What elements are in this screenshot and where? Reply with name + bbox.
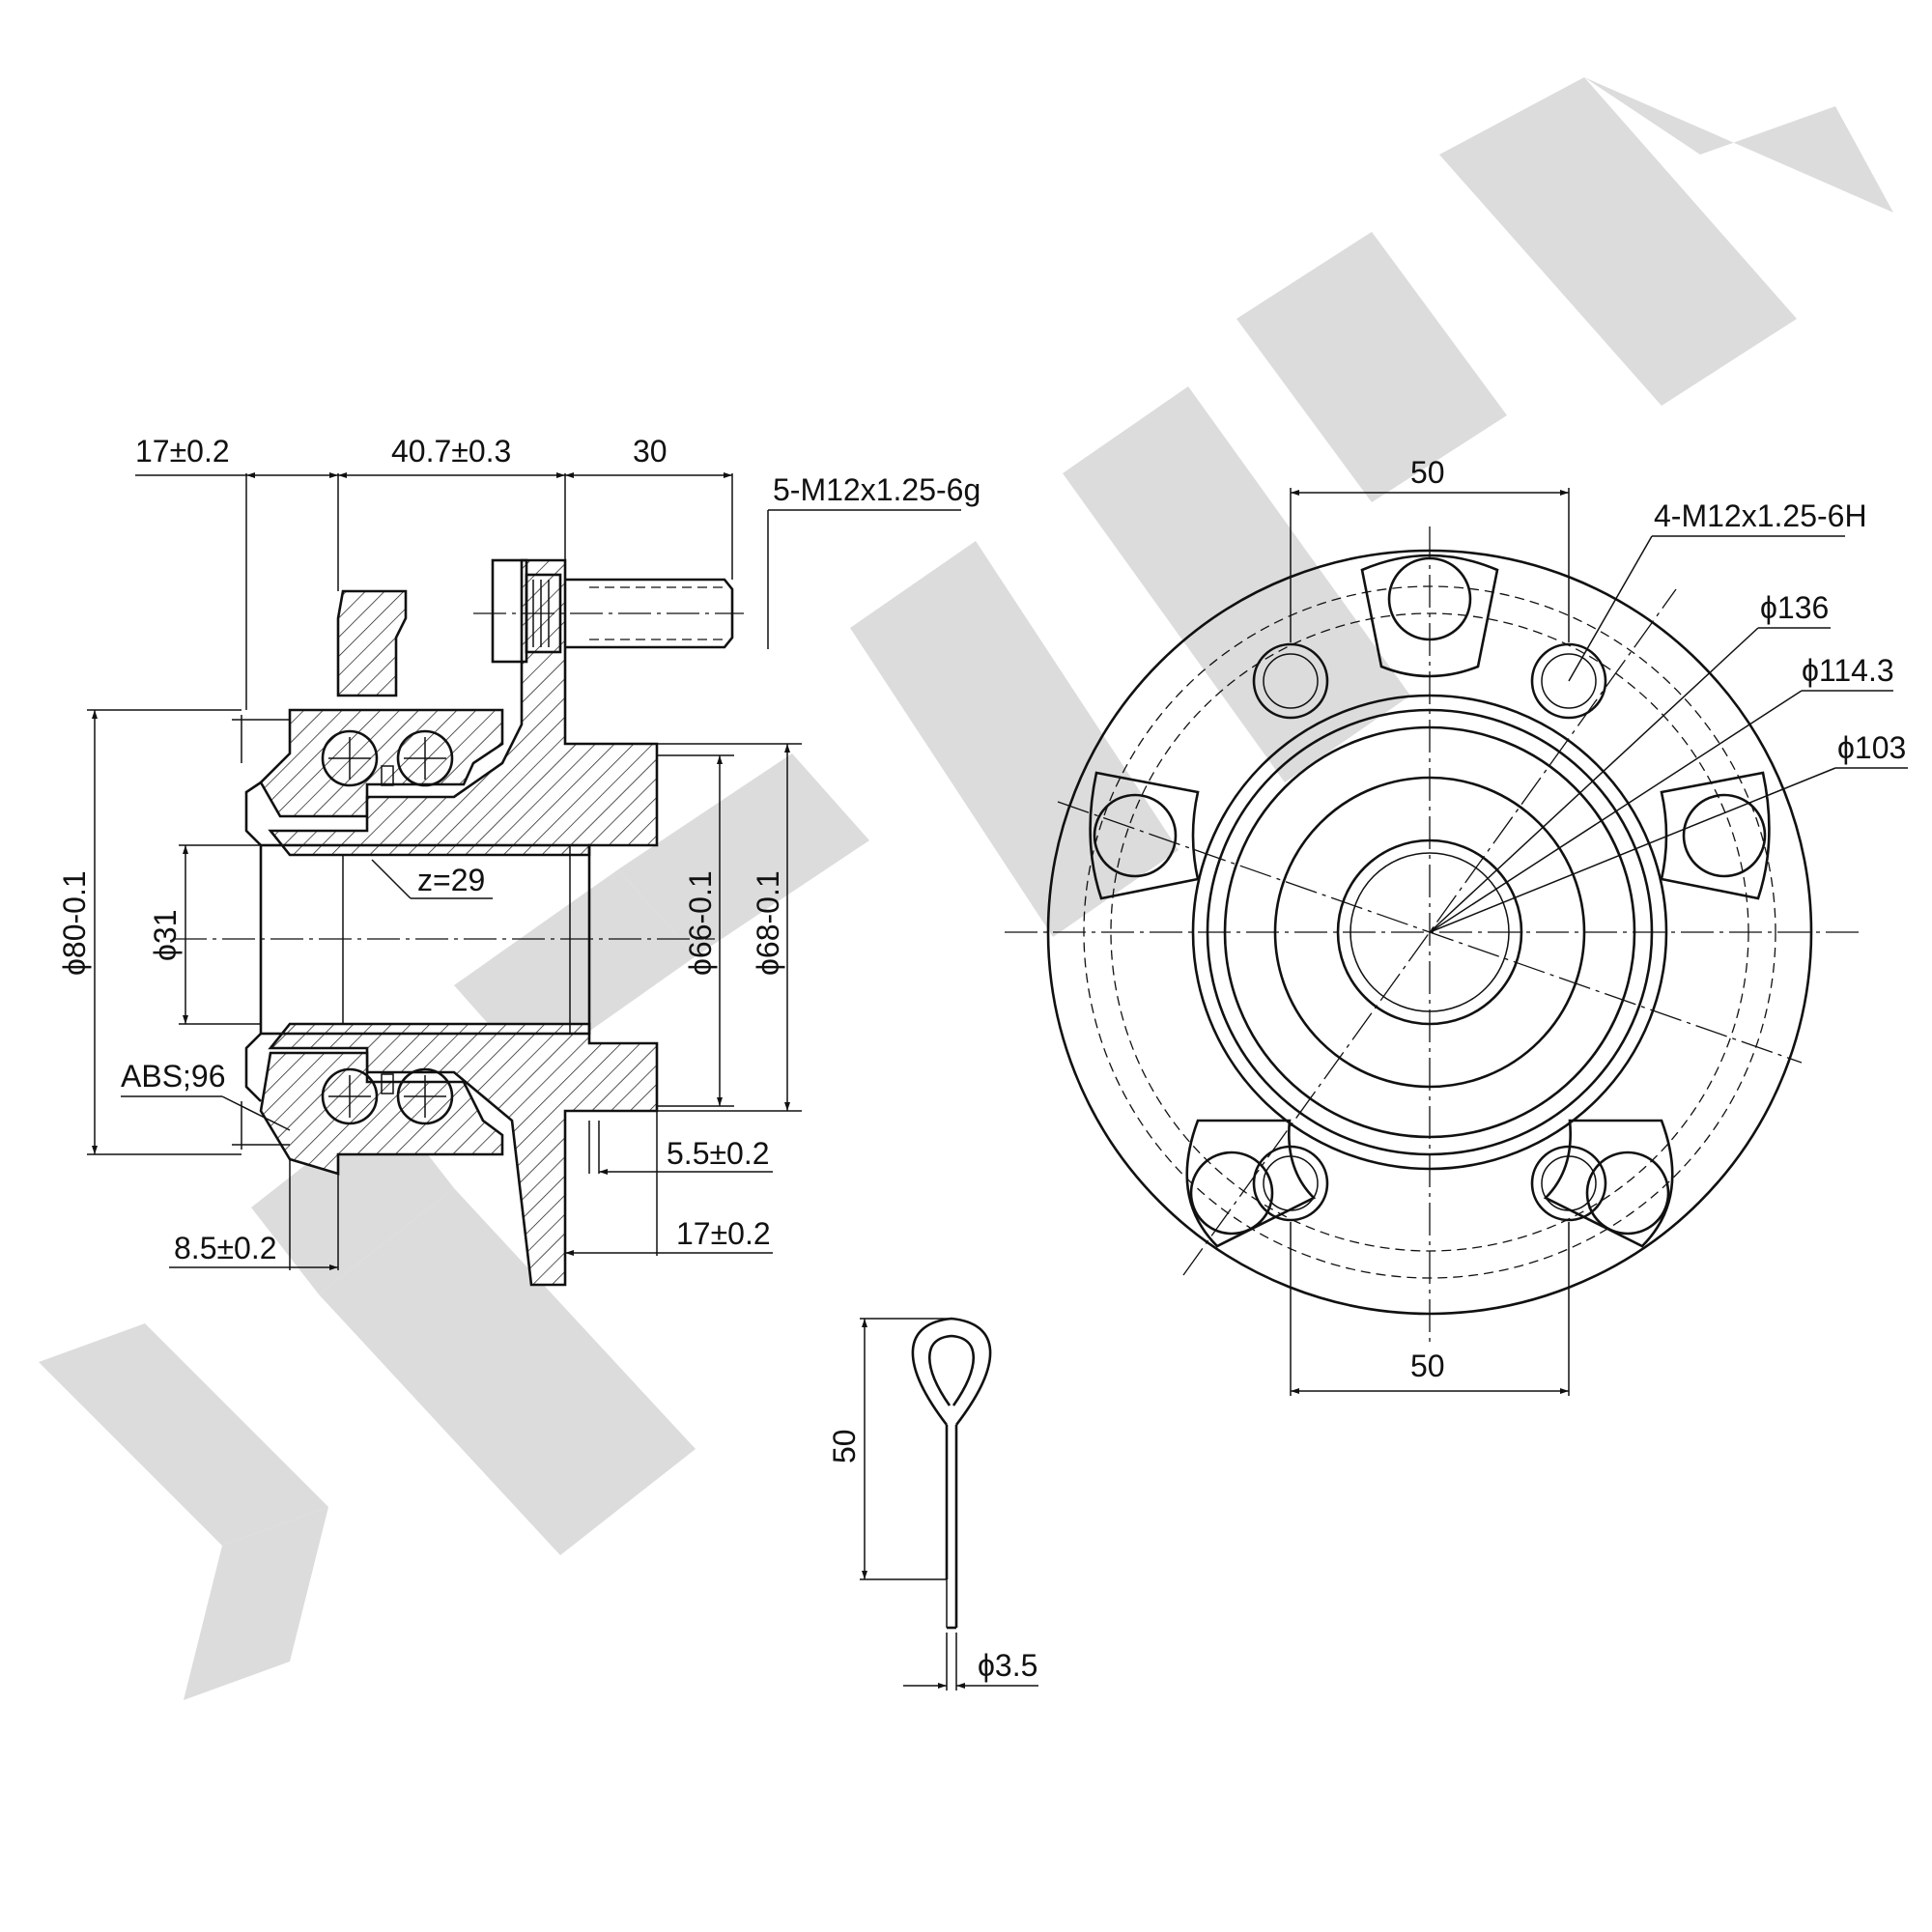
mount-hole-top-right-inner bbox=[1541, 653, 1597, 709]
mount-hole-top-right bbox=[1530, 642, 1607, 720]
watermark-stroke-11 bbox=[1584, 77, 1893, 213]
dim-pin-dia: ϕ3.5 bbox=[978, 1648, 1037, 1683]
watermark-stroke-1 bbox=[39, 1323, 328, 1546]
stud-hole-left bbox=[1093, 793, 1178, 878]
dim-dia31: ϕ31 bbox=[148, 909, 183, 961]
split-pin-loop-inner bbox=[928, 1334, 975, 1406]
stud-hole-bottom-left bbox=[1189, 1151, 1274, 1236]
flange-lug-profile bbox=[1360, 554, 1499, 678]
d103-leader bbox=[1429, 767, 1836, 933]
brand-watermark bbox=[39, 77, 1893, 1700]
front-view-dimensions: 50 50 4-M12x1.25-6H ϕ136 ϕ114.3 ϕ103 bbox=[1290, 455, 1908, 1396]
ball-top-1 bbox=[321, 729, 379, 787]
dim-pcd114: ϕ114.3 bbox=[1802, 653, 1894, 688]
flange-lug-bottom-right bbox=[1543, 1119, 1674, 1248]
split-pin-dimensions: 50 ϕ3.5 bbox=[827, 1318, 1038, 1690]
abs-ring-top bbox=[232, 715, 290, 763]
stud-hole-bottom-right bbox=[1585, 1151, 1670, 1236]
spline-leader bbox=[371, 859, 412, 899]
dim-8-5: 8.5±0.2 bbox=[174, 1231, 277, 1265]
mount-hole-top-left-inner bbox=[1263, 653, 1319, 709]
mount-lug-top bbox=[336, 589, 408, 697]
watermark-stroke-7 bbox=[850, 541, 1179, 937]
front-centerline-diag-1 bbox=[1182, 588, 1677, 1276]
dim-bottom50: 50 bbox=[1410, 1349, 1445, 1383]
dim-spline: z=29 bbox=[417, 863, 485, 897]
watermark-stroke-2 bbox=[184, 1507, 328, 1700]
dim-dia80: ϕ80-0.1 bbox=[57, 870, 92, 976]
watermark-stroke-8 bbox=[1063, 386, 1410, 782]
dim-17-top: 17±0.2 bbox=[135, 434, 230, 469]
dim-dia68: ϕ68-0.1 bbox=[751, 870, 785, 976]
watermark-stroke-6 bbox=[618, 753, 869, 956]
dim-5-5: 5.5±0.2 bbox=[667, 1136, 770, 1171]
dim-d103: ϕ103 bbox=[1837, 730, 1906, 765]
dim-pin-length: 50 bbox=[827, 1429, 862, 1463]
dim-dia66: ϕ66-0.1 bbox=[683, 870, 718, 976]
ball-top-2 bbox=[396, 729, 454, 787]
mount-hole-bottom-right bbox=[1530, 1145, 1607, 1222]
ball-bottom-2 bbox=[396, 1067, 454, 1125]
dim-abs: ABS;96 bbox=[121, 1059, 226, 1094]
split-pin-loop bbox=[911, 1317, 992, 1426]
abs-ring-bottom bbox=[232, 1101, 290, 1150]
mount-hole-top-left bbox=[1252, 642, 1329, 720]
mount-thread-leader bbox=[1568, 535, 1653, 682]
bore-lip-left bbox=[244, 781, 262, 1102]
watermark-stroke-5 bbox=[454, 869, 696, 1072]
ball-row-top bbox=[321, 729, 454, 787]
abs-leader-diag bbox=[221, 1095, 291, 1131]
dim-mount-thread: 4-M12x1.25-6H bbox=[1654, 498, 1867, 533]
ball-row-bottom bbox=[321, 1067, 454, 1125]
split-pin bbox=[911, 1317, 992, 1630]
mount-hole-bottom-left-inner bbox=[1263, 1155, 1319, 1211]
watermark-stroke-9 bbox=[1236, 232, 1507, 502]
dim-30: 30 bbox=[633, 434, 668, 469]
dim-40-7: 40.7±0.3 bbox=[391, 434, 511, 469]
side-view-dimensions: 17±0.2 40.7±0.3 30 5-M12x1.25-6g ϕ80-0.1… bbox=[57, 434, 980, 1270]
cage-top bbox=[381, 765, 394, 786]
flange-lug-left bbox=[1089, 771, 1200, 900]
stud-hole-right bbox=[1682, 793, 1767, 878]
dim-stud-thread: 5-M12x1.25-6g bbox=[773, 472, 980, 507]
watermark-stroke-10 bbox=[1439, 77, 1797, 406]
hub-section-view bbox=[174, 558, 744, 1287]
watermark-stroke-4 bbox=[319, 1188, 696, 1555]
mount-hole-bottom-right-inner bbox=[1541, 1155, 1597, 1211]
ball-bottom-1 bbox=[321, 1067, 379, 1125]
pcd114-leader bbox=[1429, 690, 1803, 933]
flange-lug-right bbox=[1660, 771, 1771, 900]
dim-17-bottom: 17±0.2 bbox=[676, 1216, 771, 1251]
mount-hole-bottom-left bbox=[1252, 1145, 1329, 1222]
cage-bottom bbox=[381, 1073, 394, 1094]
dim-top50: 50 bbox=[1410, 455, 1445, 490]
dim-pcd136: ϕ136 bbox=[1760, 590, 1829, 625]
pcd136-leader bbox=[1429, 627, 1759, 933]
